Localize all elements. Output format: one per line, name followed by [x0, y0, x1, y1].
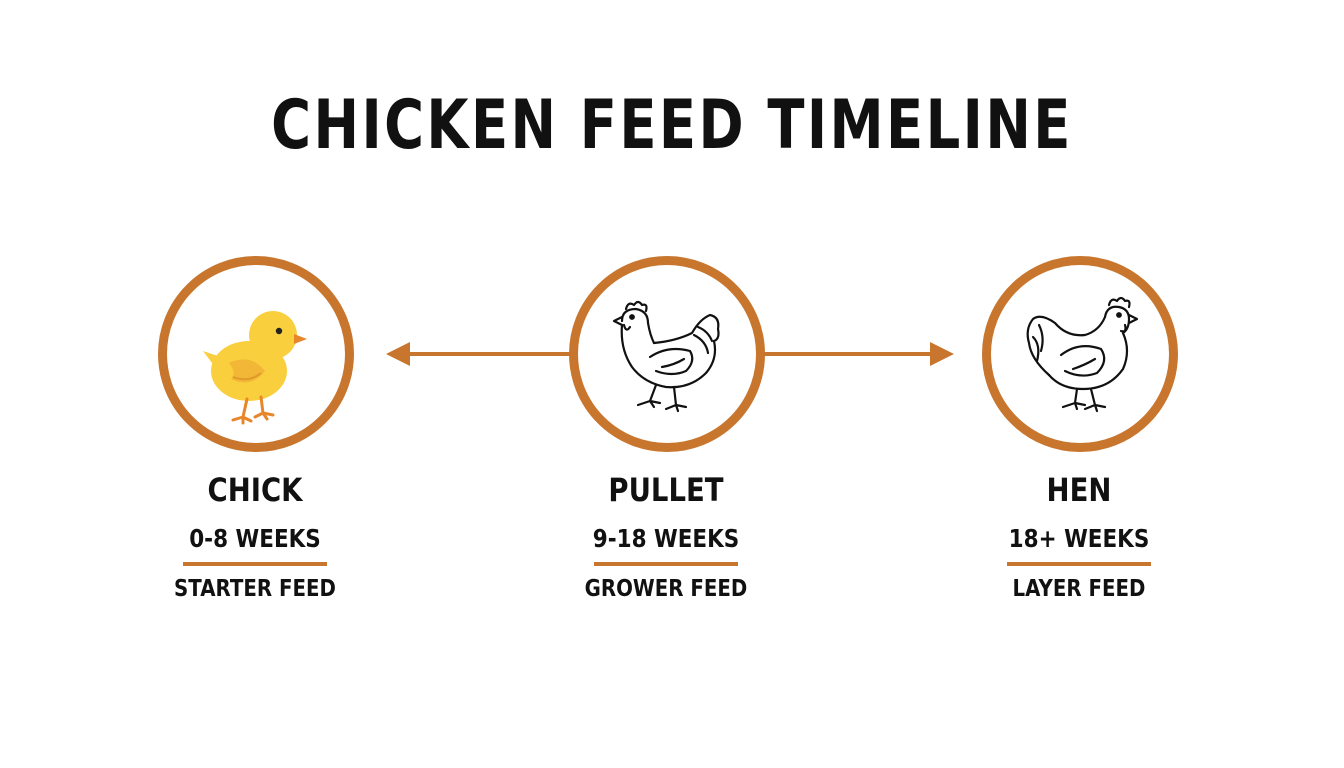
stage-circle: [569, 256, 765, 452]
stage-hen: HEN 18+ WEEKS LAYER FEED: [959, 256, 1199, 616]
pullet-icon: [612, 300, 720, 413]
stage-divider: [594, 562, 738, 566]
stage-name: PULLET: [608, 471, 724, 509]
chick-icon: [203, 311, 307, 425]
arrow-right-head: [930, 342, 954, 366]
page-title: CHICKEN FEED TIMELINE: [271, 86, 1073, 165]
stage-circle: [158, 256, 354, 452]
stage-name: HEN: [1046, 471, 1112, 509]
stage-divider: [183, 562, 327, 566]
stage-name: CHICK: [207, 471, 303, 509]
stage-divider: [1007, 562, 1151, 566]
hen-icon: [1026, 296, 1139, 413]
stage-pullet: PULLET 9-18 WEEKS GROWER FEED: [546, 256, 786, 616]
stage-circle: [982, 256, 1178, 452]
stage-feed-type: GROWER FEED: [584, 576, 748, 602]
stage-age-range: 0-8 WEEKS: [189, 524, 321, 553]
stage-feed-type: STARTER FEED: [174, 576, 336, 602]
arrow-left-head: [386, 342, 410, 366]
stage-age-range: 9-18 WEEKS: [592, 524, 740, 553]
stage-chick: CHICK 0-8 WEEKS STARTER FEED: [135, 256, 375, 616]
stage-age-range: 18+ WEEKS: [1008, 524, 1150, 553]
stage-feed-type: LAYER FEED: [1012, 576, 1146, 602]
